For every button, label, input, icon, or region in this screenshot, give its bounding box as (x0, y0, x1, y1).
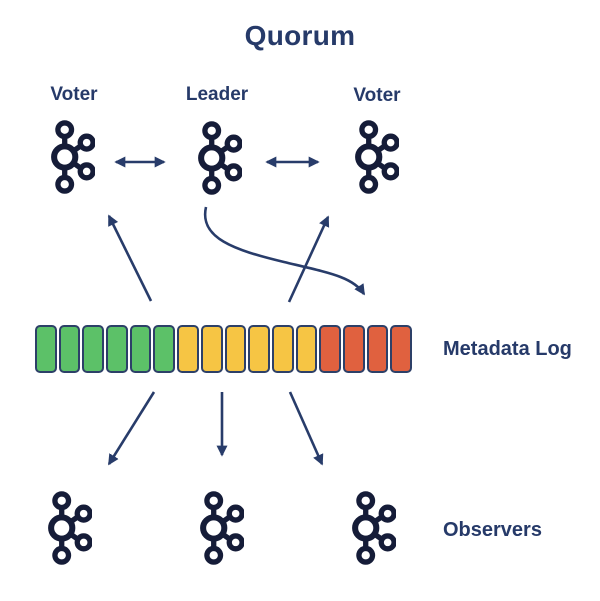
diagram-title: Quorum (244, 20, 356, 51)
log-cell-yellow (248, 325, 270, 373)
observers-label: Observers (443, 519, 542, 541)
log-cell-yellow (271, 325, 294, 373)
log-cell-orange (390, 325, 412, 373)
log-cell-green (153, 325, 176, 373)
observers-row (39, 490, 396, 566)
kafka-node-icon (343, 490, 396, 566)
arrow-log-to-observer-left (107, 391, 156, 466)
arrow-log-to-voterright (287, 215, 330, 303)
log-cell-green (129, 325, 152, 373)
voter-left-label: Voter (50, 84, 98, 105)
kafka-node-icon (346, 119, 399, 195)
kafka-node-icon (39, 490, 92, 566)
leader-label: Leader (185, 84, 249, 105)
log-cell-green (58, 325, 81, 373)
log-cell-orange (319, 325, 341, 373)
metadata-log (35, 325, 412, 373)
metadata-log-label: Metadata Log (443, 338, 572, 360)
kafka-node-icon (42, 119, 95, 195)
arrow-log-to-voterleft (107, 214, 153, 302)
log-cell-green (35, 325, 57, 373)
log-cell-green (106, 325, 128, 373)
voter-right-label: Voter (353, 85, 401, 106)
log-cell-yellow (177, 325, 199, 373)
kafka-node-icon (189, 120, 242, 196)
log-cell-green (82, 325, 105, 373)
log-cell-yellow (295, 325, 318, 373)
arrow-leader-to-log-curved (203, 206, 366, 296)
kafka-node-icon (191, 490, 244, 566)
log-cell-yellow (224, 325, 247, 373)
log-cell-orange (366, 325, 389, 373)
log-cell-yellow (200, 325, 223, 373)
log-cell-orange (342, 325, 365, 373)
arrow-log-to-observer-right (288, 391, 324, 466)
